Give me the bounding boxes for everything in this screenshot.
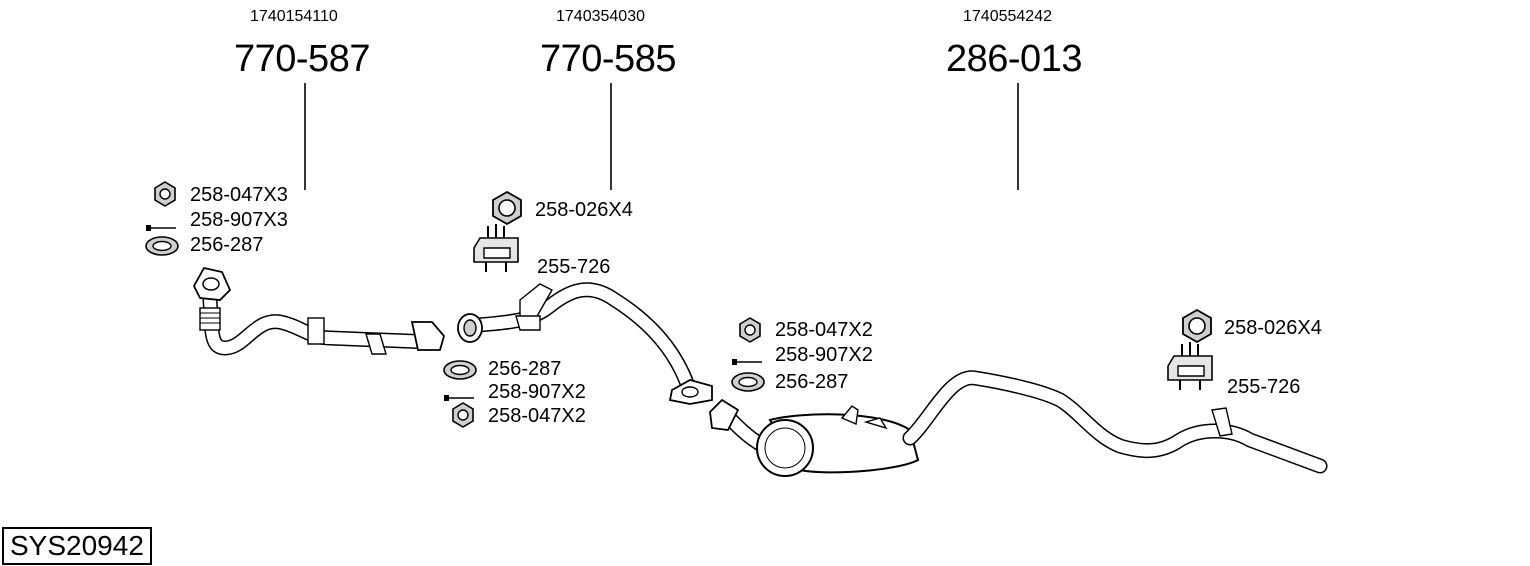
label-flangenut-c[interactable]: 258-047X2 <box>775 319 873 341</box>
label-nut-d[interactable]: 258-026X4 <box>1224 317 1322 339</box>
oe-number-3: 1740554242 <box>963 8 1052 25</box>
label-bolt-c[interactable]: 258-907X2 <box>775 344 873 366</box>
part-number-middle-pipe[interactable]: 770-585 <box>540 38 676 80</box>
label-gasket-b[interactable]: 256-287 <box>488 358 562 380</box>
gasket-icon <box>731 372 765 392</box>
oe-number-1: 1740154110 <box>250 8 338 25</box>
bolt-icon <box>145 224 177 232</box>
flange-nut-icon <box>739 317 761 343</box>
gasket-icon <box>145 236 179 256</box>
label-gasket-a[interactable]: 256-287 <box>190 234 264 256</box>
rubber-mount-icon <box>473 223 519 273</box>
label-flangenut-b[interactable]: 258-047X2 <box>488 405 586 427</box>
hex-nut-icon <box>1182 309 1212 343</box>
oe-number-2: 1740354030 <box>556 8 645 25</box>
part-number-rear-silencer[interactable]: 286-013 <box>946 38 1082 80</box>
flange-nut-icon <box>154 181 176 207</box>
gasket-icon <box>443 360 477 380</box>
label-mount-d[interactable]: 255-726 <box>1227 376 1301 398</box>
label-mount-b[interactable]: 255-726 <box>537 256 611 278</box>
label-gasket-c[interactable]: 256-287 <box>775 371 849 393</box>
bolt-icon <box>731 358 763 366</box>
bolt-icon <box>443 394 475 402</box>
rubber-mount-icon <box>1167 341 1213 391</box>
flange-nut-icon <box>452 402 474 428</box>
middle-pipe[interactable] <box>457 282 713 405</box>
front-pipe[interactable] <box>192 266 445 356</box>
label-nut-b[interactable]: 258-026X4 <box>535 199 633 221</box>
system-code: SYS20942 <box>2 527 152 565</box>
label-bolt-a[interactable]: 258-907X3 <box>190 209 288 231</box>
label-bolt-b[interactable]: 258-907X2 <box>488 381 586 403</box>
rear-silencer[interactable] <box>709 370 1328 477</box>
hex-nut-icon <box>492 191 522 225</box>
part-number-front-pipe[interactable]: 770-587 <box>234 38 370 80</box>
label-nut-a[interactable]: 258-047X3 <box>190 184 288 206</box>
